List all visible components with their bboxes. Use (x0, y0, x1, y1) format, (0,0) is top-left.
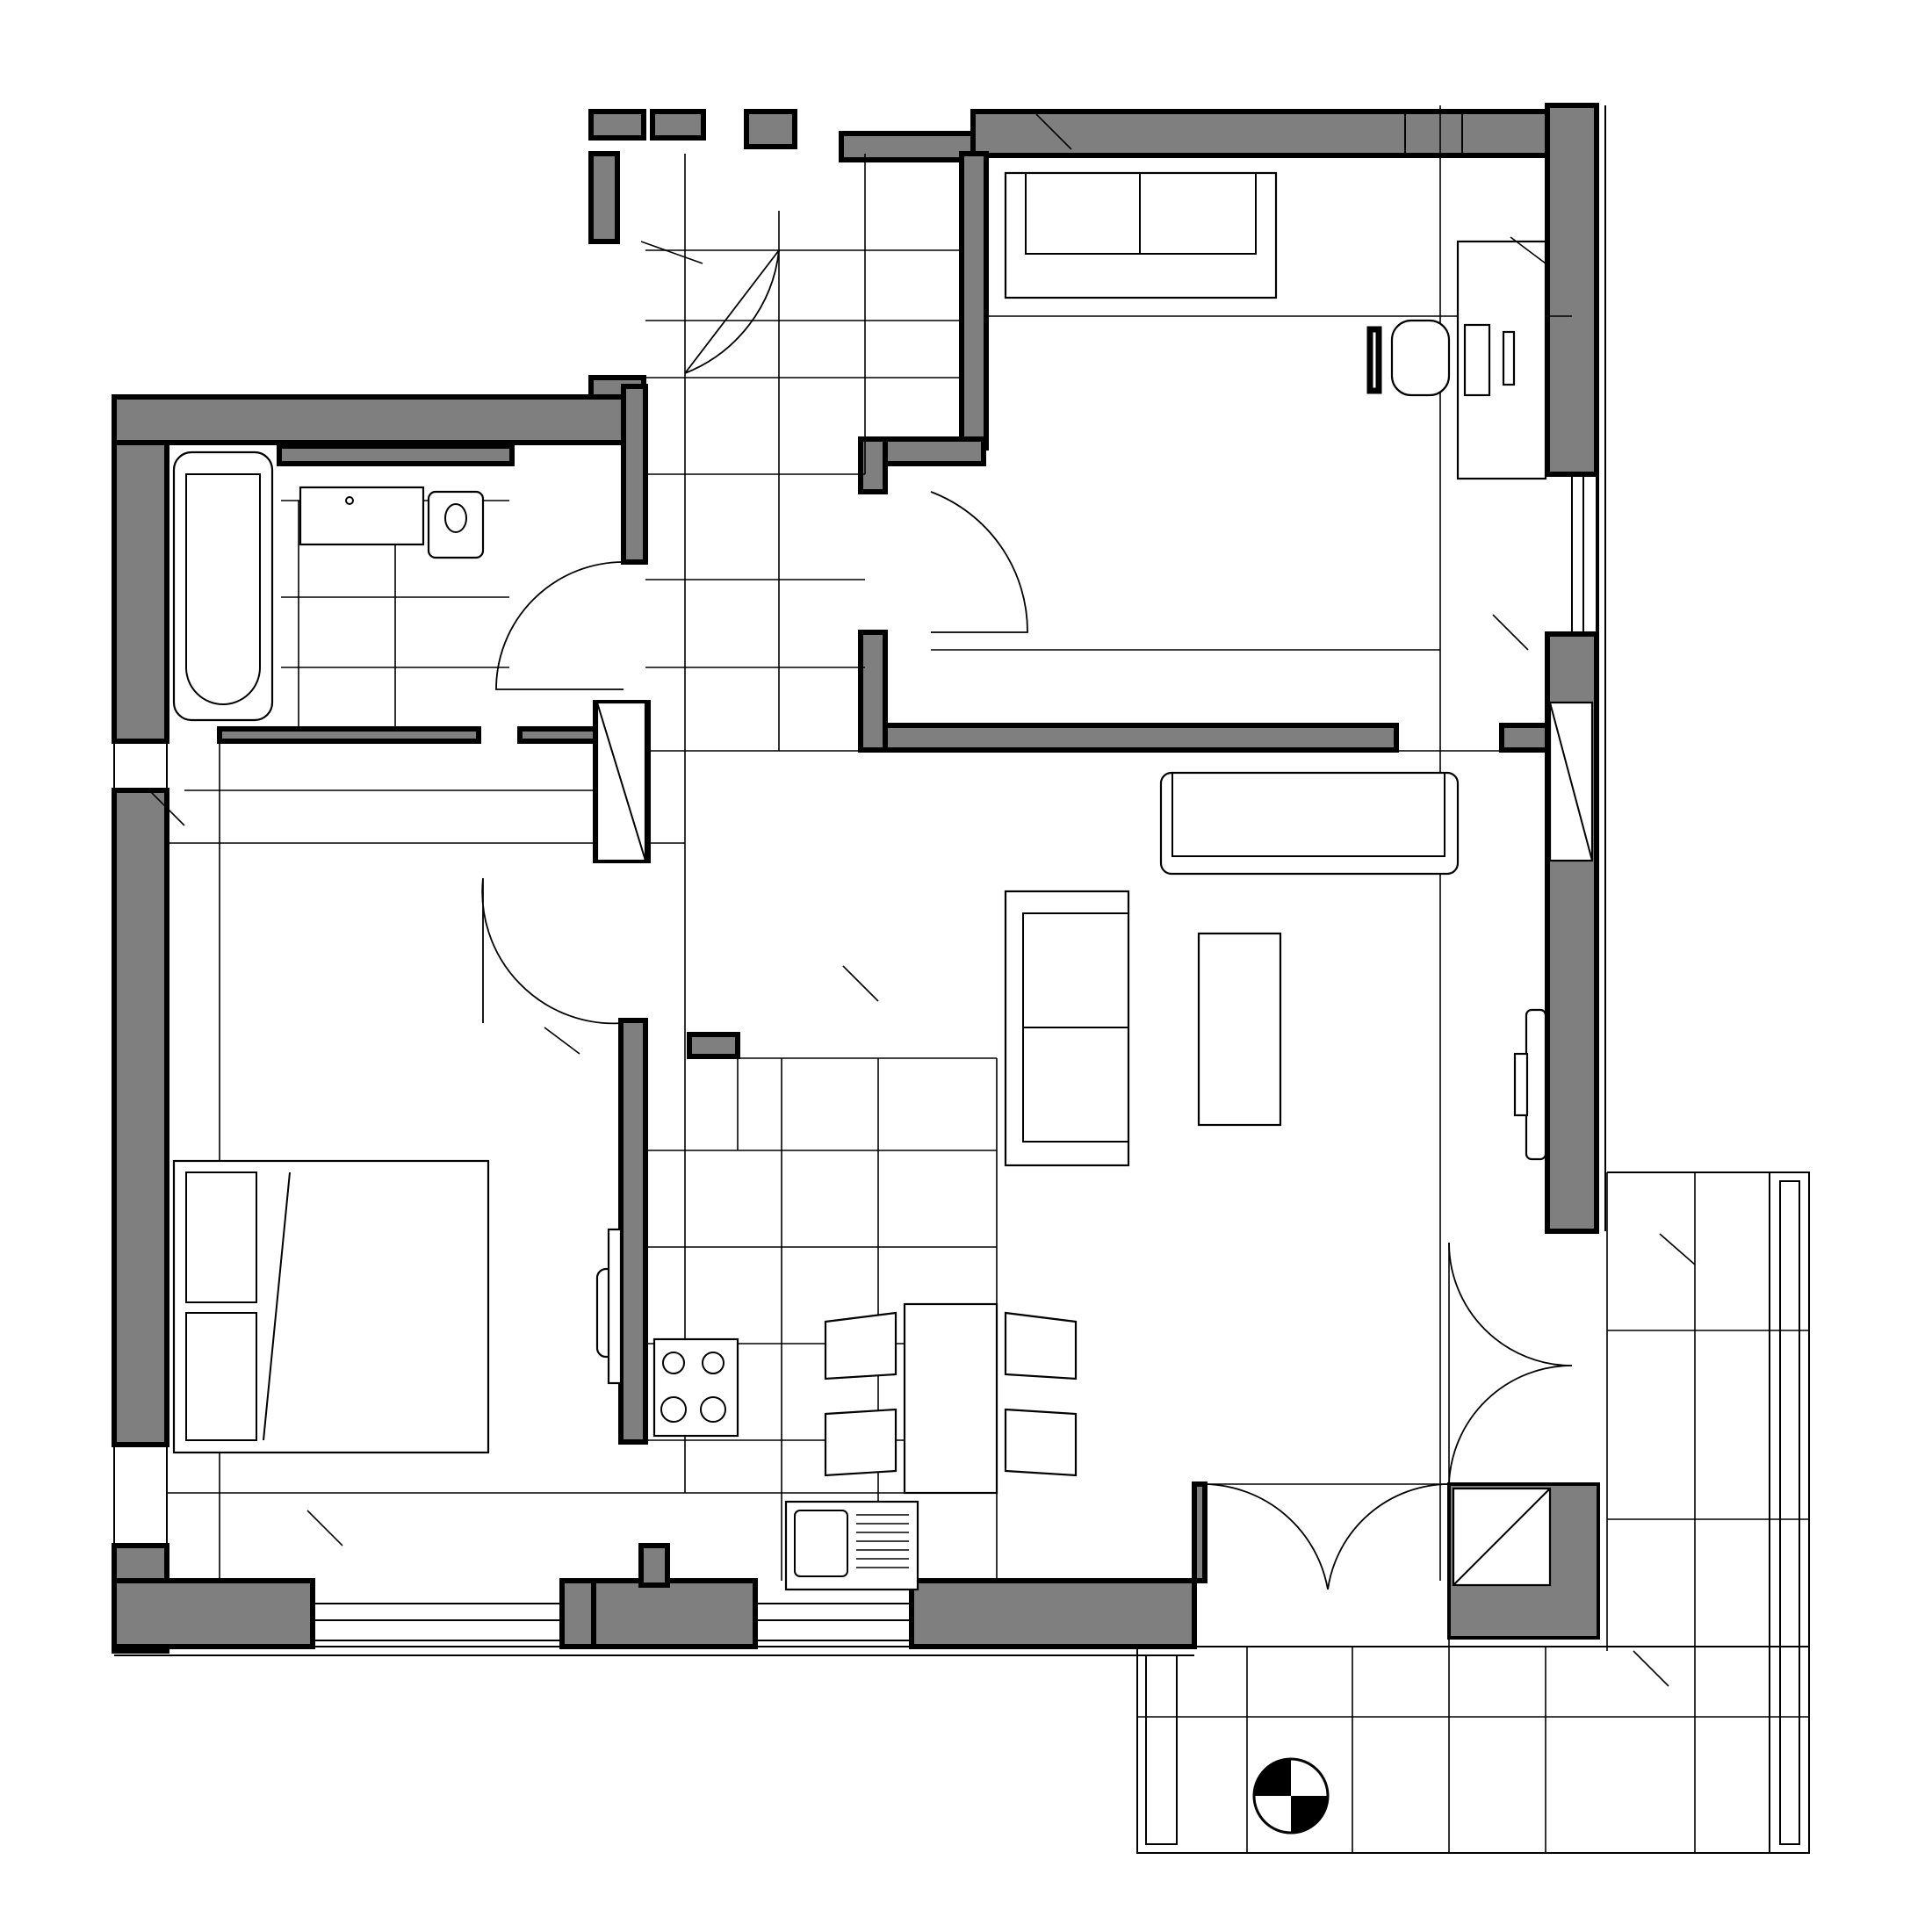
partition-study-left-upper (959, 151, 989, 451)
bathtub (172, 451, 274, 722)
wall-top-hall-a (588, 109, 646, 141)
partition-kitchen-stub (687, 1032, 740, 1059)
tv-unit (1525, 1008, 1547, 1161)
wall-top-hall-c (744, 109, 797, 149)
post-bottom-b (638, 1543, 670, 1588)
partition-bath-bottom (217, 726, 481, 744)
wall-top-hall-b (650, 109, 706, 141)
stove (652, 1337, 739, 1438)
partition-study-left (858, 630, 888, 753)
post-balcony-door (1192, 1481, 1208, 1583)
sink (784, 1500, 919, 1591)
window-left-bed (113, 1444, 168, 1546)
closet (595, 701, 1594, 862)
monitor (1463, 323, 1491, 397)
window-top-hall (1404, 111, 1463, 156)
door-balcony-side (1448, 1242, 1573, 1485)
post-bottom-a (559, 1578, 596, 1649)
living-furniture (1004, 771, 1547, 1167)
door-study (930, 491, 1028, 633)
window-bottom-bed (312, 1603, 563, 1641)
wall-bottom-right (909, 1578, 1197, 1649)
wall-top-hall-d (839, 131, 976, 162)
bedroom-furniture (172, 1159, 623, 1454)
wall-top-upper (970, 109, 1550, 158)
door-bath (495, 561, 624, 690)
wall-right-upper (1545, 103, 1599, 477)
door-balcony-right (1327, 1483, 1450, 1590)
partition-bath-top (277, 443, 515, 466)
door-bedroom (481, 877, 624, 1025)
partition-bath-bottom-2 (517, 726, 606, 744)
door-hall-entry (684, 249, 780, 374)
partition-hall-right (621, 384, 648, 565)
office-chair (1390, 319, 1451, 397)
tv (1513, 1052, 1529, 1117)
door-balcony-left (1204, 1483, 1329, 1590)
window-bottom-kitchen (754, 1603, 912, 1641)
dining-table (903, 1302, 998, 1495)
coffee-table (1197, 932, 1282, 1127)
keyboard (1502, 330, 1516, 386)
bathroom-fixtures (172, 451, 485, 722)
wall-hall-left (588, 151, 620, 244)
pillow-bottom (185, 1312, 257, 1441)
balcony-outline-right (1769, 1171, 1810, 1854)
partition-study-bottom-r (1499, 723, 1550, 753)
wall-left-bath (112, 440, 169, 744)
wall-bottom-left (112, 1578, 315, 1649)
chair-back (1366, 326, 1382, 394)
north-arrow-icon (1252, 1757, 1330, 1835)
tv-bedroom (607, 1228, 623, 1385)
windows (113, 111, 1599, 1641)
desk (1456, 240, 1547, 480)
double-bed (172, 1159, 490, 1454)
living-sofa (1159, 771, 1460, 876)
pillow-top (185, 1171, 257, 1303)
wall-top-left (112, 394, 648, 445)
balcony (1136, 1171, 1810, 1854)
balcony-inner-bottom (1145, 1654, 1178, 1845)
facade-hatching (114, 105, 1606, 1656)
dining-chairs (824, 1311, 1078, 1477)
dimension-ticks (148, 113, 1696, 1687)
doors (481, 249, 1573, 1590)
toilet (427, 490, 485, 559)
balcony-outline-bottom (1136, 1646, 1810, 1854)
kitchen-furniture (652, 1302, 1078, 1591)
partition-study-bottom (858, 723, 1399, 753)
balcony-inner-right (1779, 1180, 1800, 1845)
partition-bed-kitchen (618, 1018, 648, 1445)
wall-left-bed (112, 788, 169, 1447)
study-furniture (1004, 171, 1547, 480)
sink-drainboard (856, 1514, 909, 1568)
washbasin (299, 486, 425, 546)
window-right-study (1571, 473, 1599, 635)
balcony-storage (1452, 1487, 1552, 1587)
window-left-bath (113, 740, 168, 791)
